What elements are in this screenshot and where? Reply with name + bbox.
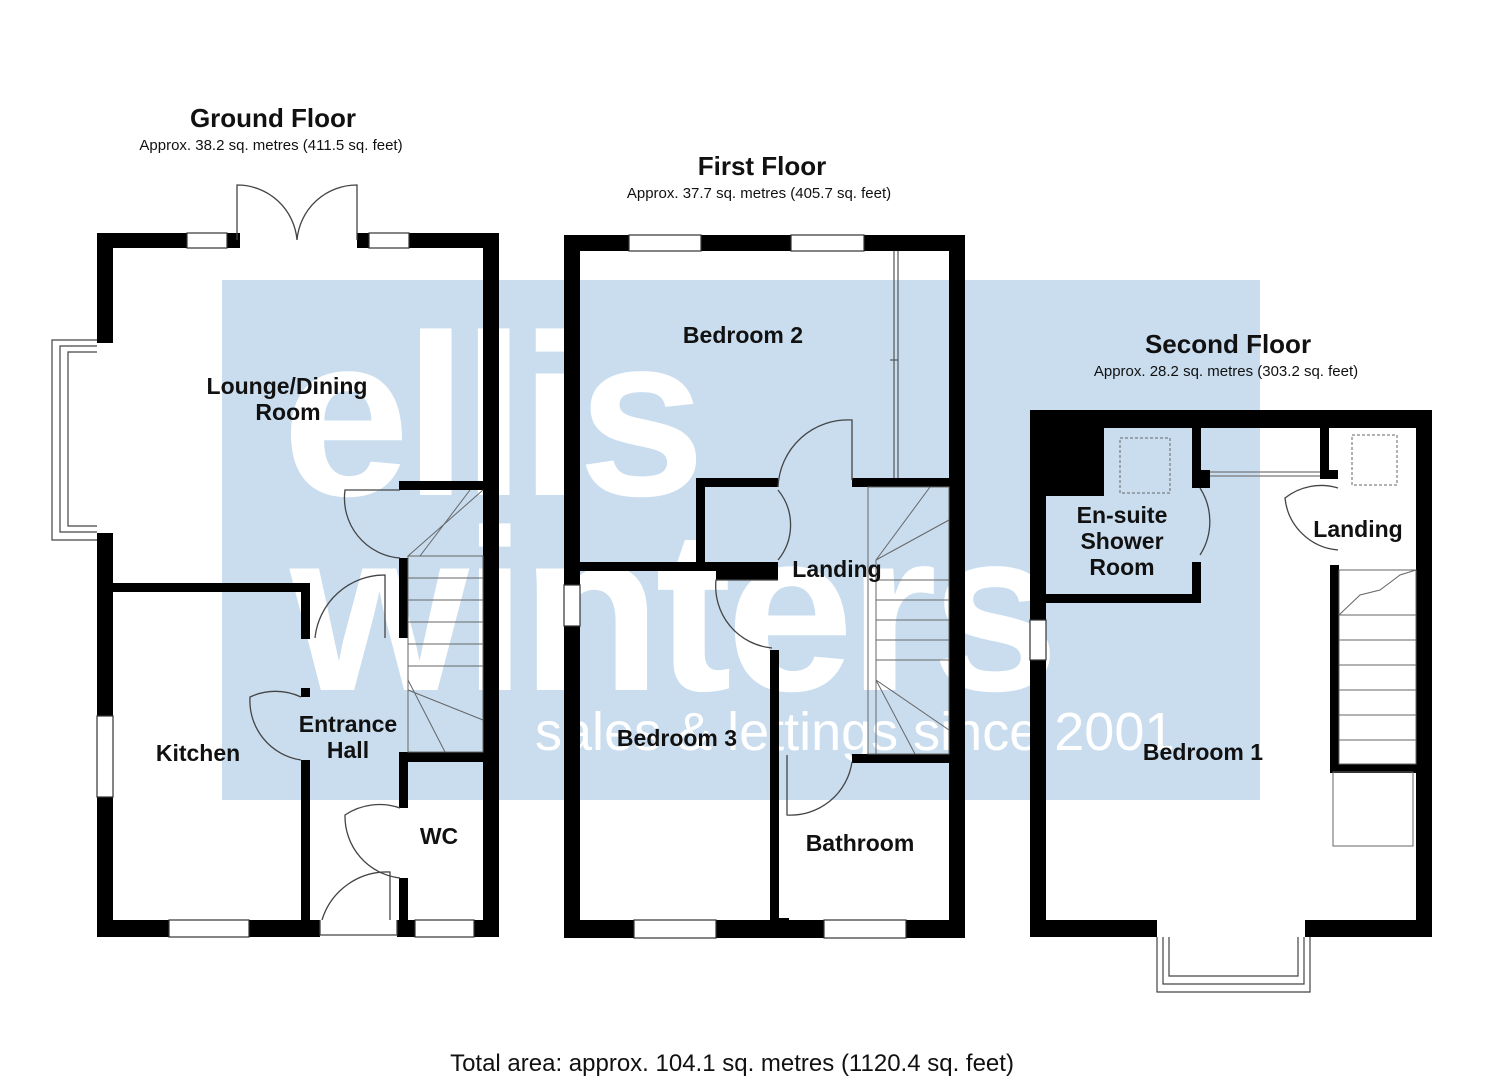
first-floor-area: Approx. 37.7 sq. metres (405.7 sq. feet) xyxy=(627,185,891,202)
wardrobe-doors xyxy=(890,251,899,478)
ground-floor-area: Approx. 38.2 sq. metres (411.5 sq. feet) xyxy=(139,137,402,154)
hall-label-line2: Hall xyxy=(327,737,369,763)
second-floor-walls xyxy=(1030,410,1432,937)
first-floor-title: First Floor xyxy=(698,151,827,181)
lounge-label-line2: Room xyxy=(255,399,320,425)
ensuite-label-line3: Room xyxy=(1089,554,1154,580)
bedroom3-front-window xyxy=(633,919,717,939)
hall-label-line1: Entrance xyxy=(299,711,397,737)
velux-window-landing xyxy=(1351,434,1398,486)
french-doors xyxy=(236,184,358,241)
ensuite-label-line2: Shower xyxy=(1080,528,1163,554)
landing-top-door xyxy=(1284,484,1339,551)
ground-staircase xyxy=(407,489,484,753)
wc-door xyxy=(344,803,401,879)
under-stairs-door xyxy=(343,489,401,559)
ground-floor: Ground Floor Approx. 38.2 sq. metres (41… xyxy=(51,103,499,938)
bedroom2-label: Bedroom 2 xyxy=(683,322,803,348)
wc-label: WC xyxy=(420,823,458,849)
bedroom2-door xyxy=(777,419,853,488)
second-bay-window xyxy=(1156,937,1311,993)
second-floor: Second Floor Approx. 28.2 sq. metres (30… xyxy=(1029,329,1432,993)
second-staircase xyxy=(1338,569,1417,765)
hall-lounge-door xyxy=(314,574,386,639)
ensuite-label-line1: En-suite xyxy=(1077,502,1168,528)
bedroom1-side-window xyxy=(1029,619,1047,661)
bedroom2-window-left xyxy=(628,234,702,252)
kitchen-side-window xyxy=(96,715,114,798)
storage-cupboard xyxy=(1332,771,1414,847)
lounge-label-line1: Lounge/Dining xyxy=(207,373,368,399)
kitchen-label: Kitchen xyxy=(156,740,240,766)
ground-bay-window xyxy=(51,339,97,541)
first-landing-label: Landing xyxy=(792,556,881,582)
first-floor-walls xyxy=(564,235,965,938)
ground-window-rear-right xyxy=(368,232,410,249)
second-floor-area: Approx. 28.2 sq. metres (303.2 sq. feet) xyxy=(1094,363,1358,380)
total-area: Total area: approx. 104.1 sq. metres (11… xyxy=(450,1050,1014,1077)
second-floor-title: Second Floor xyxy=(1145,329,1311,359)
ground-floor-title: Ground Floor xyxy=(190,103,356,133)
bathroom-front-window xyxy=(823,919,907,939)
bedroom3-label: Bedroom 3 xyxy=(617,725,737,751)
velux-window-ensuite xyxy=(1119,437,1171,494)
wc-front-window xyxy=(414,919,475,938)
bedroom2-window-right xyxy=(790,234,865,252)
first-staircase xyxy=(867,486,950,755)
kitchen-front-window xyxy=(168,919,250,938)
bathroom-door xyxy=(786,755,853,816)
watermark-panel xyxy=(222,280,1260,800)
ground-floor-walls xyxy=(97,233,499,937)
front-door xyxy=(319,871,398,936)
ensuite-door xyxy=(1199,487,1211,556)
first-floor: First Floor Approx. 37.7 sq. metres (405… xyxy=(563,151,965,939)
bedroom3-door xyxy=(715,579,778,649)
shower-screen xyxy=(1210,471,1320,477)
bedroom1-label: Bedroom 1 xyxy=(1143,739,1263,765)
cupboard-door xyxy=(777,489,792,561)
bathroom-label: Bathroom xyxy=(806,830,915,856)
watermark-tagline: sales & lettings since 2001 xyxy=(535,702,1174,762)
watermark-line2: winters xyxy=(289,482,1053,739)
kitchen-door xyxy=(249,690,302,761)
second-landing-label: Landing xyxy=(1313,516,1402,542)
ground-window-rear-left xyxy=(186,232,228,249)
bedroom3-side-window xyxy=(563,584,581,627)
